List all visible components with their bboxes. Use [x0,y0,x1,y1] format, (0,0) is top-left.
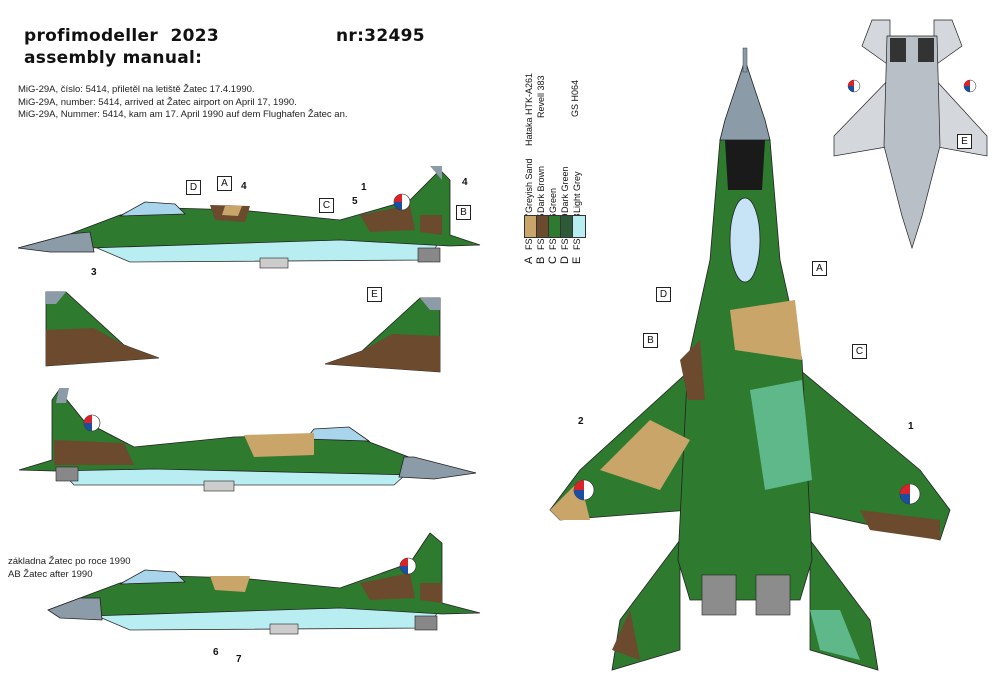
callout-3-1: 3 [91,267,97,278]
description-line-cz: MiG-29A, číslo: 5414, přiletěl na letišt… [18,84,255,95]
callout-b-2: B [643,333,658,348]
legend-name-a: Greyish Sand [524,158,534,213]
side-view-right [18,388,477,492]
callout-1-1: 1 [361,182,367,193]
bottom-view [833,19,988,250]
callout-a-2: A [812,261,827,276]
callout-7: 7 [236,654,242,665]
legend-hataka: Hataka HTK-A261 [524,72,534,146]
callout-4-1: 4 [241,181,247,192]
subtitle: assembly manual: [24,48,203,68]
description-line-de: MiG-29A, Nummer: 5414, kam am 17. April … [18,109,348,120]
description-line-en: MiG-29A, number: 5414, arrived at Žatec … [18,96,297,108]
callout-c-2: C [852,344,867,359]
callout-5-1: 5 [352,196,358,207]
tail-fin-right [324,297,441,373]
callout-a-1: A [217,176,232,191]
side-view-left-2 [47,532,481,635]
callout-6: 6 [213,647,219,658]
caption-line-cz: základna Žatec po roce 1990 [8,556,131,567]
callout-b-1: B [456,205,471,220]
callout-1-2: 1 [908,421,914,432]
callout-d-1: D [186,180,201,195]
legend-letter-a: A [523,256,535,264]
callout-e-1: E [367,287,382,302]
tail-fin-left [45,291,160,367]
side-view-left-1 [17,166,481,269]
top-view [549,47,951,671]
callout-d-2: D [656,287,671,302]
callout-c-1: C [319,198,334,213]
callout-e-2: E [957,134,972,149]
catalog-number: nr:32495 [336,26,425,46]
caption-line-en: AB Žatec after 1990 [8,568,93,580]
swatch-light-grey [572,215,586,238]
color-legend: Hataka HTK-A261 Revell 383 GS H064 Greyi… [523,40,599,265]
description-block: MiG-29A, číslo: 5414, přiletěl na letišt… [18,84,348,122]
callout-4-2: 4 [462,177,468,188]
caption-block: základna Žatec po roce 1990 AB Žatec aft… [8,556,131,581]
callout-2: 2 [578,416,584,427]
brand-name: profimodeller 2023 [24,26,219,46]
